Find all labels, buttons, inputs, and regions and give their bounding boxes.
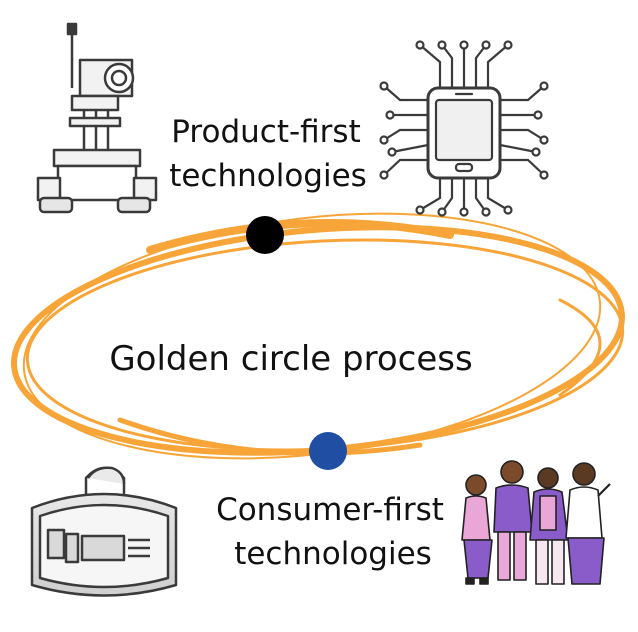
consumer-first-label-line-1: Consumer-first <box>216 492 444 528</box>
smartphone-circuit-icon <box>379 40 549 217</box>
product-first-label-line-1: Product-first <box>171 114 360 150</box>
consumer-first-label-line-2: technologies <box>234 536 432 572</box>
golden-circle-process-label: Golden circle process <box>109 339 472 379</box>
product-first-marker <box>246 216 284 254</box>
vr-headset-user-icon <box>30 466 178 597</box>
robot-icon <box>36 22 158 214</box>
people-group-icon <box>461 460 611 585</box>
consumer-first-marker <box>309 432 347 470</box>
product-first-label-line-2: technologies <box>169 158 367 194</box>
